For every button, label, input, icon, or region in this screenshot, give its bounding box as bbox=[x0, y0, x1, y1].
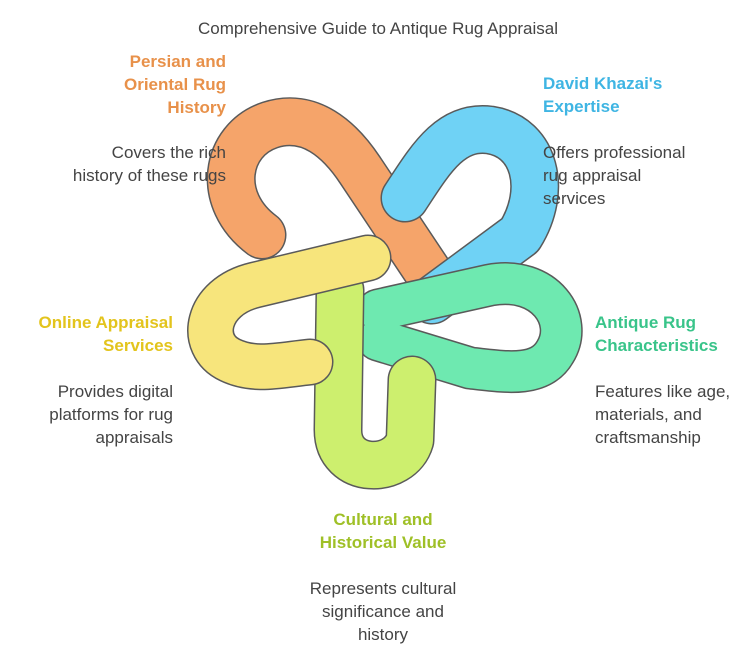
loop-yellow bbox=[188, 236, 390, 389]
section-persian: Persian and Oriental Rug History Covers … bbox=[70, 50, 226, 187]
persian-heading: Persian and Oriental Rug History bbox=[123, 52, 226, 117]
section-cultural: Cultural and Historical Value Represents… bbox=[298, 508, 468, 646]
cultural-heading: Cultural and Historical Value bbox=[319, 510, 447, 552]
loop-green bbox=[358, 263, 582, 392]
section-khazai: David Khazai's Expertise Offers professi… bbox=[543, 72, 708, 210]
section-characteristics: Antique Rug Characteristics Features lik… bbox=[595, 311, 755, 449]
diagram-title: Comprehensive Guide to Antique Rug Appra… bbox=[197, 19, 559, 38]
loop-blue bbox=[382, 106, 558, 323]
online-heading: Online Appraisal Services bbox=[38, 313, 173, 355]
loop-lime bbox=[315, 267, 435, 488]
loop-orange bbox=[208, 98, 453, 298]
persian-description: Covers the rich history of these rugs bbox=[72, 143, 226, 185]
characteristics-heading: Antique Rug Characteristics bbox=[595, 313, 718, 355]
characteristics-description: Features like age, materials, and crafts… bbox=[595, 382, 731, 447]
online-description: Provides digital platforms for rug appra… bbox=[49, 382, 173, 447]
khazai-description: Offers professional rug appraisal servic… bbox=[543, 143, 686, 208]
section-online: Online Appraisal Services Provides digit… bbox=[18, 311, 173, 449]
cultural-description: Represents cultural significance and his… bbox=[309, 579, 457, 644]
khazai-heading: David Khazai's Expertise bbox=[543, 74, 663, 116]
